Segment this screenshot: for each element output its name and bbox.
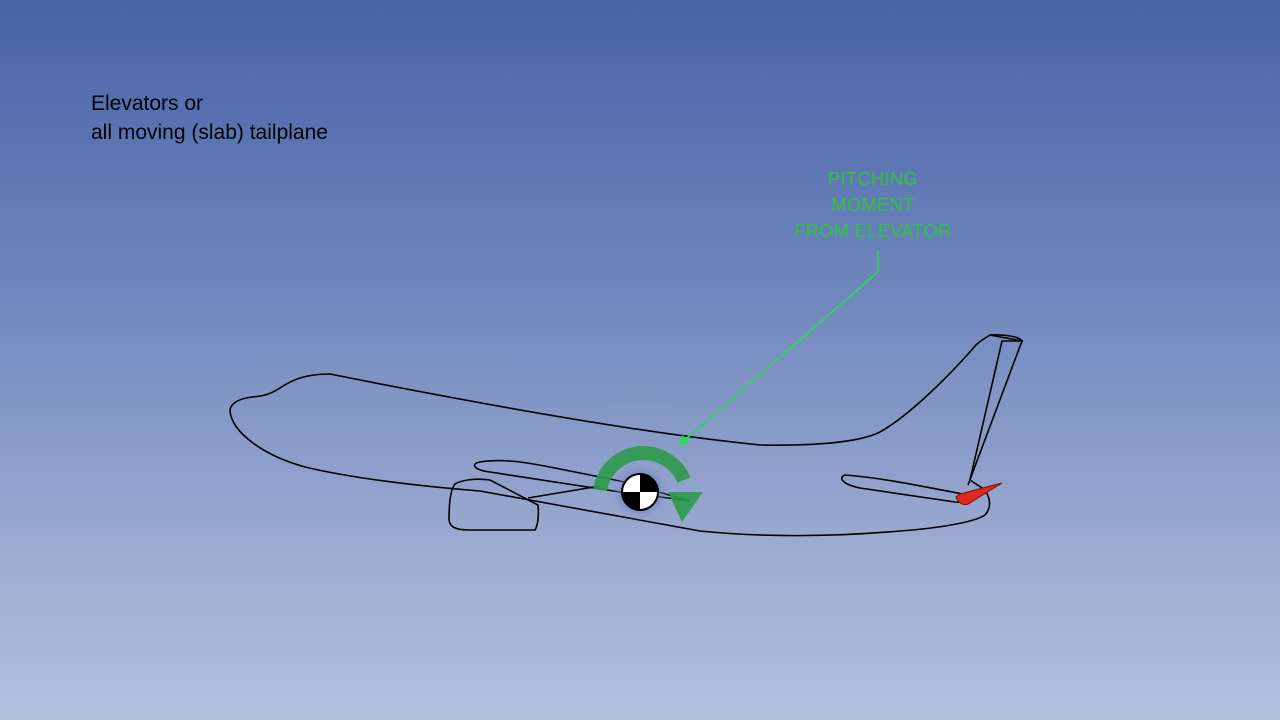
ssl-line-2: LONGITUDINAL xyxy=(606,403,674,413)
pitching-moment-label: PITCHING MOMENT FROM ELEVATOR xyxy=(760,166,986,244)
horizontal-stabilizer-outline xyxy=(841,474,970,503)
wing-root-line xyxy=(527,485,601,499)
pitching-moment-arrowhead xyxy=(668,492,703,522)
pm-line-3: FROM ELEVATOR xyxy=(794,221,952,241)
heading-line-2: all moving (slab) tailplane xyxy=(91,121,328,144)
slide-heading: Elevators or all moving (slab) tailplane xyxy=(91,89,328,147)
vertical-fin-outline xyxy=(967,334,1024,486)
pointer-arrow-icon xyxy=(678,271,879,446)
engine-nacelle-outline xyxy=(448,478,540,531)
elevator-surface xyxy=(955,482,1003,506)
fuselage-outline xyxy=(229,334,1024,537)
center-of-gravity-icon xyxy=(621,473,659,511)
static-longitudinal-stability-label: STATIC LONGITUDINAL STABILITY xyxy=(588,390,692,426)
ssl-line-3: STABILITY xyxy=(617,415,663,425)
pm-line-1: PITCHING xyxy=(827,169,918,189)
pitching-moment-arrow-icon xyxy=(593,446,691,492)
pm-line-2: MOMENT xyxy=(831,195,915,215)
ssl-line-1: STATIC xyxy=(624,391,656,401)
heading-line-1: Elevators or xyxy=(91,92,204,115)
